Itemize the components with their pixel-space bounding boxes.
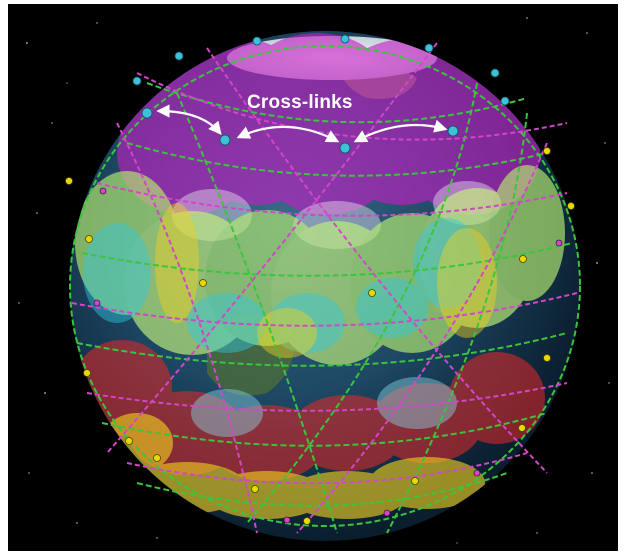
star-field (18, 17, 610, 544)
coverage-band-cyan (83, 218, 481, 353)
cross-link-arrows (156, 104, 448, 143)
double-headed-arrow (156, 104, 222, 136)
satellites-yellow (65, 147, 575, 525)
double-headed-arrow (236, 125, 340, 143)
orbit-tracks-magenta (71, 42, 578, 534)
image-border (7, 3, 619, 552)
satellites-magenta (93, 187, 563, 524)
orbit-tracks-green (69, 45, 581, 534)
coverage-band-cyan-south (191, 377, 457, 437)
constellation-illustration (7, 3, 619, 552)
coverage-band-middle (75, 165, 565, 365)
cross-links-label: Cross-links (247, 92, 353, 113)
double-headed-arrow (353, 119, 448, 143)
satellites-cyan (132, 34, 510, 154)
